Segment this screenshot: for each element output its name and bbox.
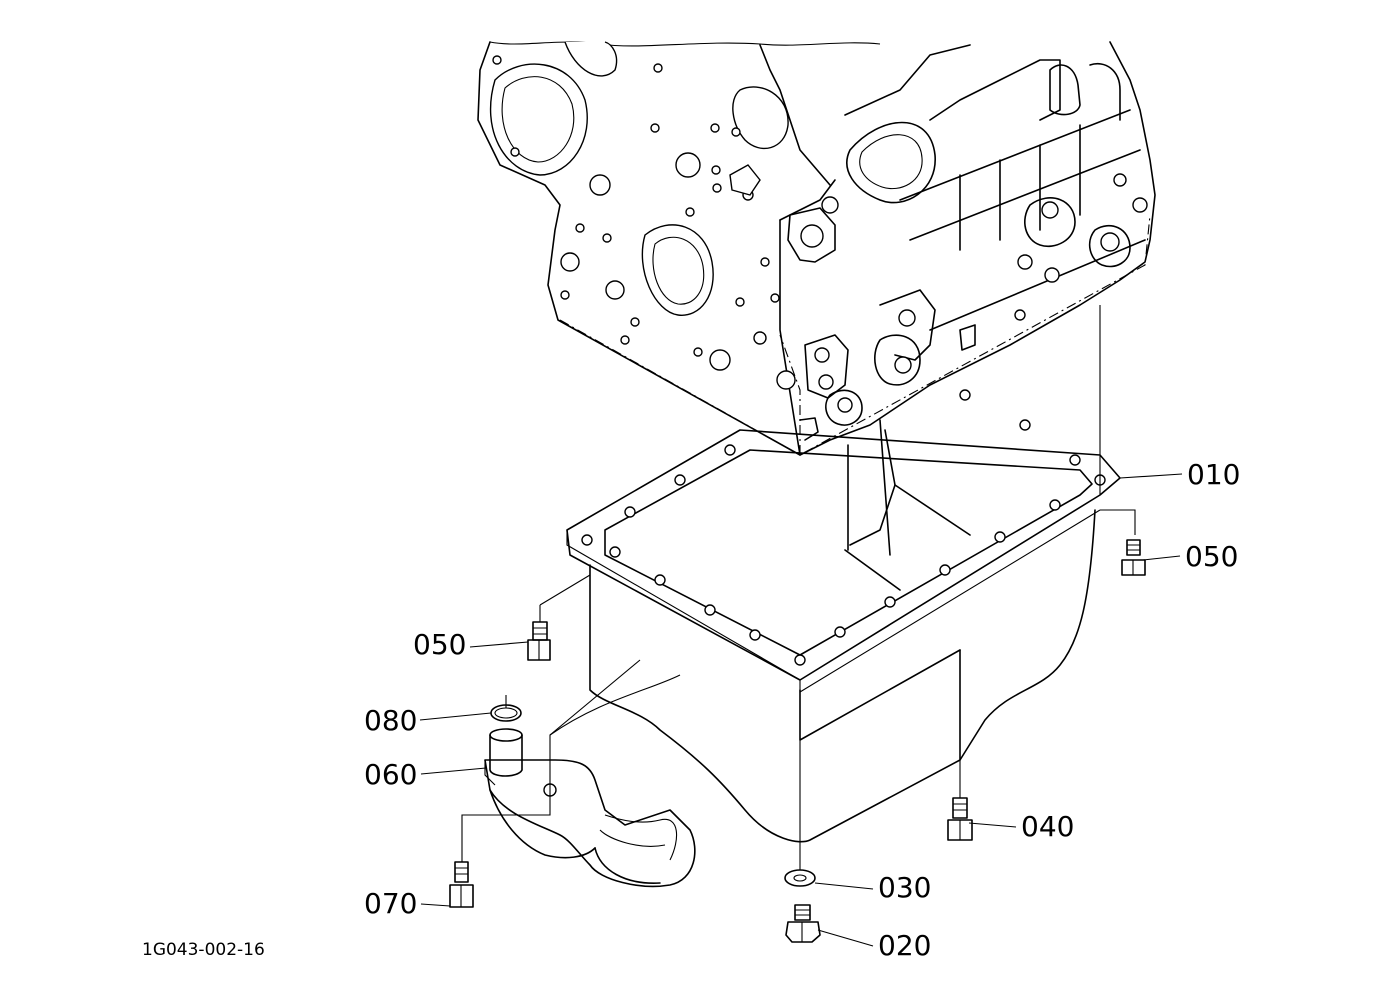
drain-plug-020 — [785, 904, 821, 943]
oil-pan — [566, 305, 1136, 843]
callout-030: 030 — [878, 871, 932, 904]
engine-block — [477, 41, 1156, 456]
flange-holes — [581, 389, 1106, 666]
callout-070: 070 — [364, 887, 418, 920]
oil-strainer-060 — [461, 659, 696, 888]
callout-010: 010 — [1187, 458, 1241, 491]
callout-020: 020 — [878, 929, 932, 962]
bolt-070 — [449, 861, 474, 908]
drawing-id: 1G043-002-16 — [142, 940, 265, 960]
callout-040: 040 — [1021, 810, 1075, 843]
bolt-050-right — [1121, 539, 1146, 576]
bolt-050-left — [527, 574, 591, 661]
bolt-040 — [947, 760, 973, 841]
callout-050-left: 050 — [413, 628, 467, 661]
callout-050-right: 050 — [1185, 540, 1239, 573]
washer-030 — [784, 840, 816, 887]
leader-lines — [419, 473, 1183, 947]
o-ring-080 — [490, 695, 522, 722]
callout-080: 080 — [364, 704, 418, 737]
callout-060: 060 — [364, 758, 418, 791]
